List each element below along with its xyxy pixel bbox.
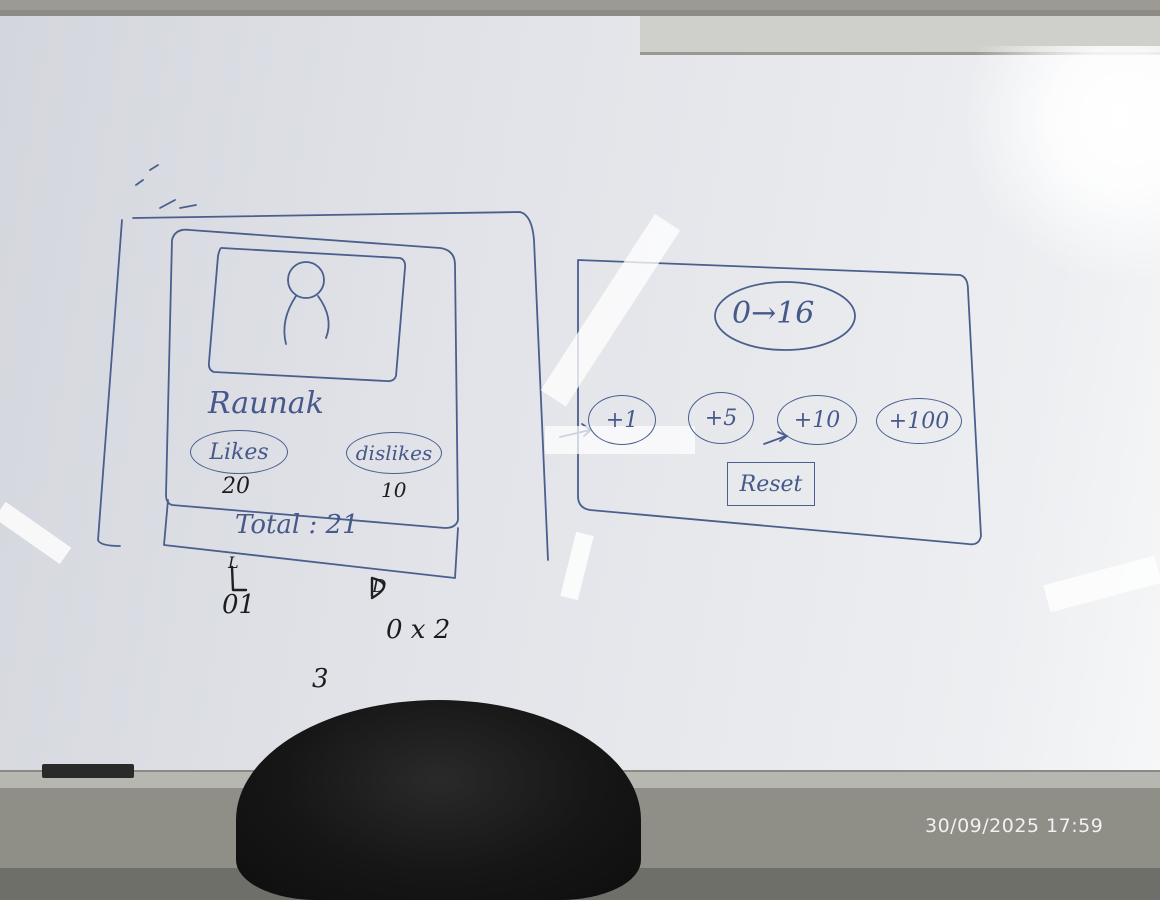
l-label: L — [228, 553, 239, 572]
range-text: 0→16 — [732, 296, 815, 331]
total-text: Total : 21 — [235, 510, 359, 540]
person-head — [236, 700, 641, 900]
dislikes-button[interactable]: dislikes — [346, 432, 442, 474]
l-mark — [230, 565, 248, 592]
d-mark — [370, 576, 386, 600]
likes-button[interactable]: Likes — [190, 430, 288, 474]
window-dots — [149, 164, 197, 209]
extra-value: 3 — [312, 664, 329, 694]
photo-timestamp: 30/09/2025 17:59 — [925, 815, 1104, 837]
plus-100-button[interactable]: +100 — [876, 398, 962, 444]
reset-label: Reset — [739, 471, 803, 497]
plus-1-button[interactable]: +1 — [588, 395, 656, 445]
likes-label: Likes — [209, 439, 269, 465]
dislikes-count: 10 — [381, 478, 407, 502]
person-sketch-icon — [283, 261, 330, 345]
card-footer-outline — [163, 499, 459, 579]
plus-1-label: +1 — [605, 407, 639, 433]
marker-sketch — [97, 164, 982, 600]
plus-5-button[interactable]: +5 — [688, 392, 754, 444]
avatar-box — [207, 247, 407, 383]
plus-5-label: +5 — [704, 405, 738, 431]
plus-10-button[interactable]: +10 — [777, 395, 857, 445]
eraser — [42, 764, 134, 778]
range-ellipse — [714, 281, 856, 351]
plus-100-label: +100 — [888, 408, 950, 434]
plus-10-label: +10 — [793, 407, 841, 433]
likes-count: 20 — [222, 474, 250, 499]
light-glare — [960, 46, 1160, 286]
dislikes-label: dislikes — [355, 441, 433, 465]
whiteboard — [0, 10, 1160, 784]
reset-button[interactable]: Reset — [727, 462, 815, 506]
counter-card-outline — [577, 259, 982, 546]
l-value: 01 — [222, 590, 256, 620]
profile-name: Raunak — [208, 386, 324, 421]
d-label: D — [372, 576, 387, 597]
d-value: 0 x 2 — [386, 615, 451, 645]
browser-frame — [97, 179, 549, 561]
profile-card-outline — [165, 228, 459, 529]
